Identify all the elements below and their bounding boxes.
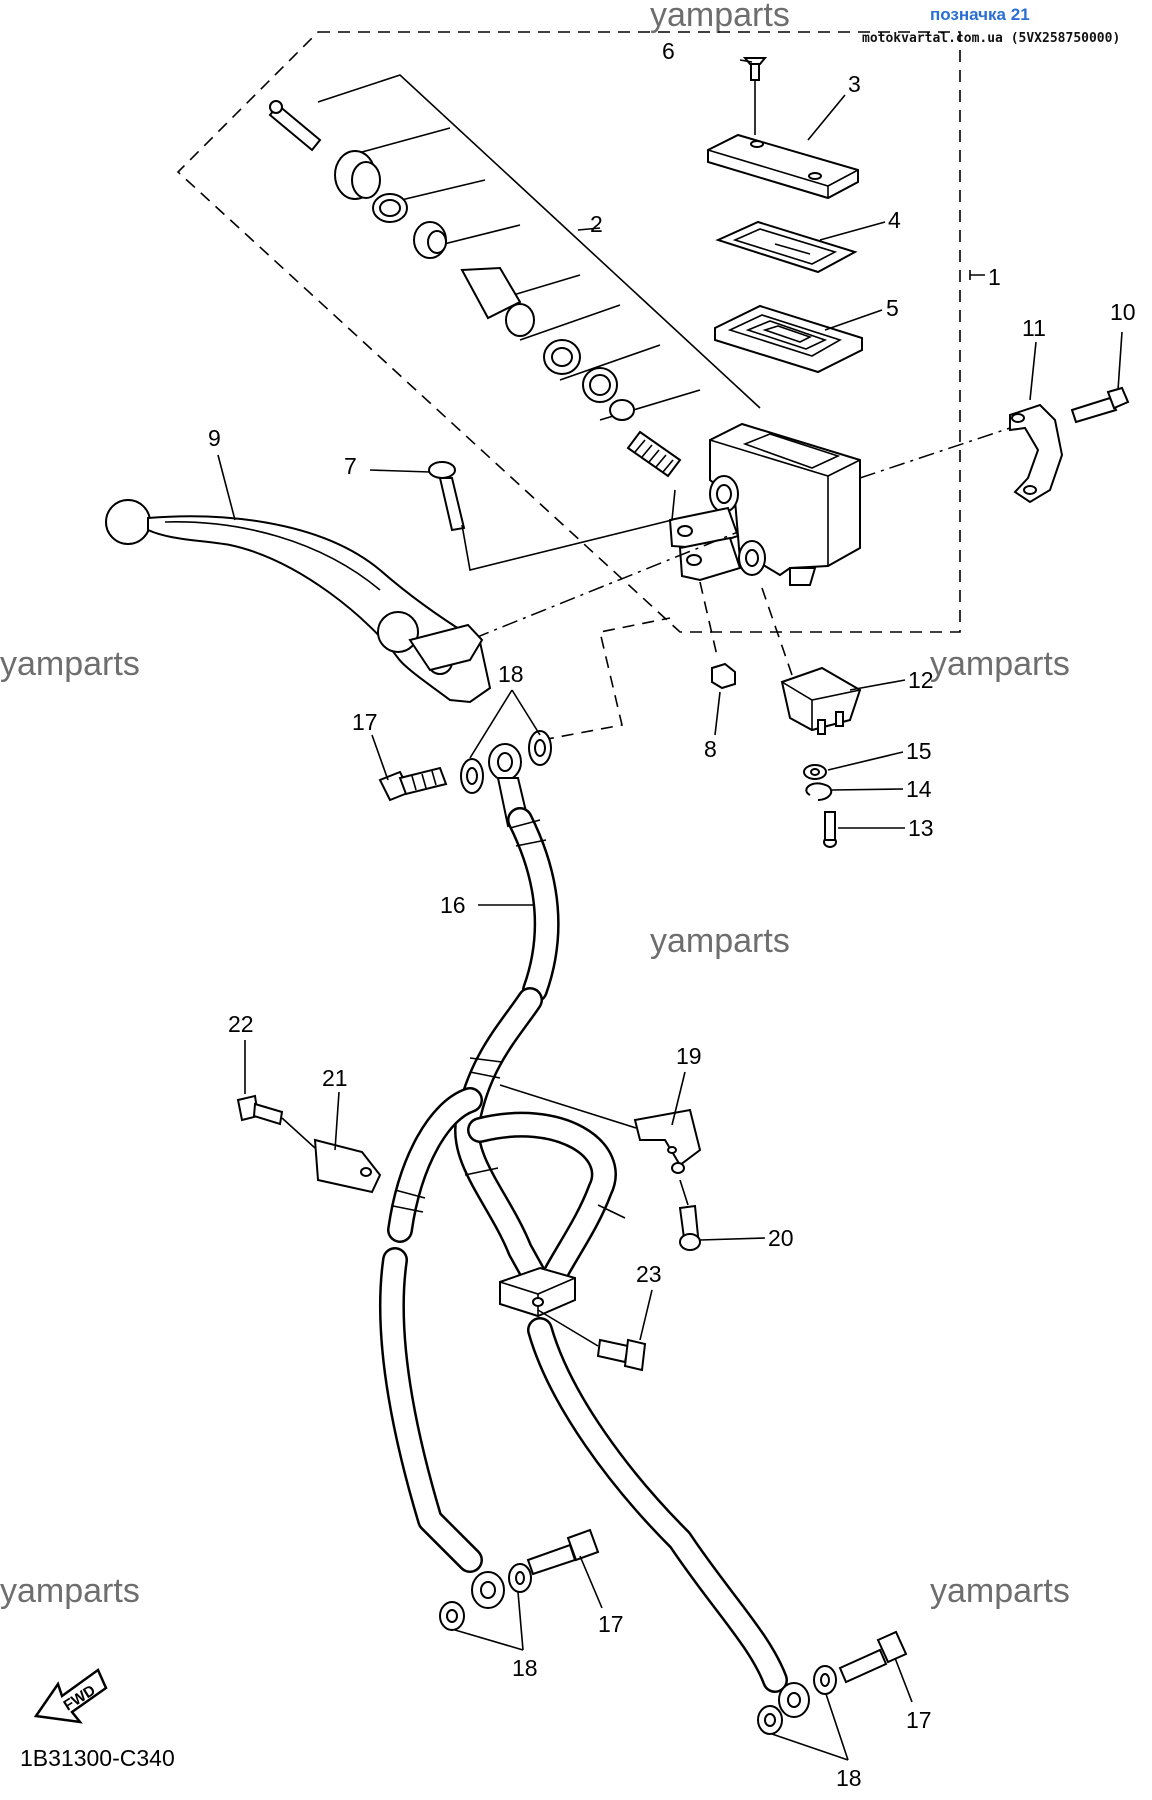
watermark: yamparts (650, 922, 790, 960)
union-bolt-lower-left (526, 1528, 600, 1576)
callout-21: 21 (322, 1065, 348, 1091)
union-bolt-lower-right (838, 1630, 908, 1684)
leader-lines (217, 59, 1123, 1761)
callout-3: 3 (848, 71, 861, 97)
copper-washer-hole (534, 739, 546, 757)
callout-20: 20 (768, 1225, 794, 1251)
callout-11: 11 (1022, 315, 1046, 341)
primary-cup (582, 367, 618, 403)
union-bolt-upper (378, 766, 448, 802)
callout-18-lower-right: 18 (836, 1765, 862, 1791)
callout-6: 6 (662, 38, 675, 64)
lock-clip (805, 782, 833, 801)
watermark: yamparts (930, 1572, 1070, 1610)
callout-23: 23 (636, 1261, 662, 1287)
pivot-nut (699, 581, 736, 690)
callout-2: 2 (590, 211, 603, 237)
fwd-arrow-icon: FWD (33, 1668, 108, 1724)
badge-label: позначка 21 (930, 5, 1030, 24)
reservoir-cap (707, 133, 859, 200)
hose-joint-block (499, 1266, 576, 1318)
callout-10: 10 (1110, 299, 1136, 325)
cup-seal (413, 221, 447, 259)
hose-guide (499, 1084, 702, 1174)
banjo-leader (541, 617, 671, 741)
switch-screw (823, 811, 837, 848)
callout-9: 9 (208, 425, 221, 451)
piston-rod (268, 100, 322, 152)
master-cylinder-body (668, 422, 861, 586)
assembly-boundary (176, 31, 961, 633)
copper-washer-hole (820, 1673, 830, 1687)
brake-lever (105, 499, 492, 704)
callout-15: 15 (906, 738, 932, 764)
callout-17-lower-left: 17 (598, 1611, 624, 1637)
lower-left-banjo (471, 1571, 505, 1609)
joint-bolt (537, 1309, 647, 1372)
callout-18-lower-left: 18 (512, 1655, 538, 1681)
callout-16: 16 (440, 892, 466, 918)
callout-18-upper: 18 (498, 661, 524, 687)
watermark: yamparts (0, 645, 140, 683)
washer-hole (810, 768, 820, 776)
hose-clamp (313, 1138, 382, 1194)
lower-right-banjo (778, 1682, 810, 1718)
cap-screw (742, 57, 768, 135)
switch-leader (761, 587, 793, 676)
clamp-bolt-lower (236, 1094, 316, 1149)
callout-17-lower-right: 17 (906, 1707, 932, 1733)
callout-19: 19 (676, 1043, 702, 1069)
return-spring (626, 430, 682, 478)
brake-hose-lower (378, 987, 788, 1693)
handlebar-clamp (1009, 403, 1064, 504)
callout-14: 14 (906, 776, 932, 802)
piston-kit-lines (317, 74, 761, 421)
pivot-bolt (428, 461, 676, 571)
spring-clip (609, 399, 635, 421)
callout-8: 8 (704, 736, 717, 762)
brake-light-switch (780, 666, 862, 735)
dust-boot (334, 150, 381, 200)
source-label: motokvartal.com.ua (5VX258750000) (862, 31, 1120, 46)
callout-17-upper: 17 (352, 709, 378, 735)
callout-7: 7 (344, 453, 357, 479)
copper-washer-hole (446, 1609, 458, 1623)
circlip (372, 193, 408, 223)
secondary-cup (543, 339, 581, 375)
copper-washer-hole (515, 1571, 525, 1585)
diaphragm-plate (715, 220, 858, 274)
callout-4: 4 (888, 207, 901, 233)
callout-5: 5 (886, 295, 899, 321)
callout-1: 1 (988, 264, 1001, 290)
drawing-code: 1B31300-C340 (20, 1745, 175, 1771)
lever-centerline (444, 531, 739, 651)
callout-13: 13 (908, 815, 934, 841)
callout-22: 22 (228, 1011, 254, 1037)
piston (460, 266, 535, 337)
clamp-centerline (859, 427, 1011, 479)
watermark: yamparts (0, 1572, 140, 1610)
watermark: yamparts (650, 0, 790, 34)
copper-washer-hole (764, 1713, 776, 1727)
copper-washer-hole (466, 767, 478, 785)
brake-hose-upper (507, 807, 560, 1003)
diaphragm (714, 304, 863, 374)
callout-12: 12 (908, 667, 934, 693)
guide-bolt (678, 1179, 701, 1251)
clamp-bolt (1070, 386, 1130, 424)
watermark: yamparts (930, 645, 1070, 683)
